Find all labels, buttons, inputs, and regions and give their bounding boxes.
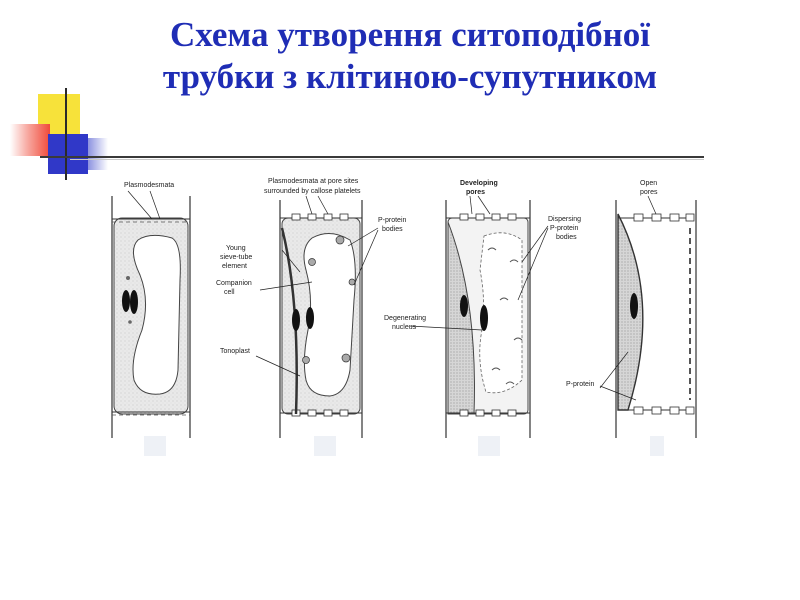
label-degenerating-line-2: nucleus [392,324,417,331]
title-divider-shadow [70,159,704,160]
stage-2-young-sieve-tube: Plasmodesmata at pore sites surrounded b… [216,178,407,438]
label-degenerating-line-1: Degenerating [384,315,426,322]
label-developing-line-1: Developing [460,180,498,187]
label-young-line-2: sieve-tube [220,254,252,261]
label-dispersing-line-2: P-protein [550,225,579,232]
label-pprotein-bodies-line-1: P-protein [378,217,407,224]
label-plasmodesmata-pore-line-1: Plasmodesmata at pore sites [268,178,359,185]
label-dispersing-line-3: bodies [556,234,577,241]
label-companion-line-2: cell [224,289,235,296]
page-title-line-1: Схема утворення ситоподібної [169,15,651,54]
stage-1-placeholder [144,436,166,456]
deco-vertical-line [65,88,67,180]
stage-3-developing-pores: Developing pores Dispersing P-protein bo… [384,180,581,438]
label-pprotein-bodies-line-2: bodies [382,226,403,233]
stage-2-placeholder [314,436,336,456]
page-title: Схема утворення ситоподібної трубки з кл… [60,14,760,98]
label-young-line-1: Young [226,245,246,252]
label-pprotein: P-protein [566,381,595,388]
stage-4-mature-sieve-tube: Open pores P-protein [566,180,697,438]
label-plasmodesmata-pore-line-2: surrounded by callose platelets [264,188,361,195]
label-plasmodesmata: Plasmodesmata [124,182,174,189]
stage-3-placeholder [478,436,500,456]
label-companion-line-1: Companion [216,280,252,287]
label-dispersing-line-1: Dispersing [548,216,581,223]
label-young-line-3: element [222,263,247,270]
deco-blue-fade [88,138,108,170]
stage-1-young-cell: Plasmodesmata [111,182,191,438]
stage-4-placeholder [650,436,664,456]
label-open-line-1: Open [640,180,657,187]
deco-blue-square [48,134,88,174]
label-tonoplast: Tonoplast [220,348,250,355]
page-title-line-2: трубки з клітиною-супутником [162,57,658,96]
label-developing-line-2: pores [466,189,485,196]
deco-red-square [10,124,50,156]
label-open-line-2: pores [640,189,658,196]
title-divider [40,156,704,158]
